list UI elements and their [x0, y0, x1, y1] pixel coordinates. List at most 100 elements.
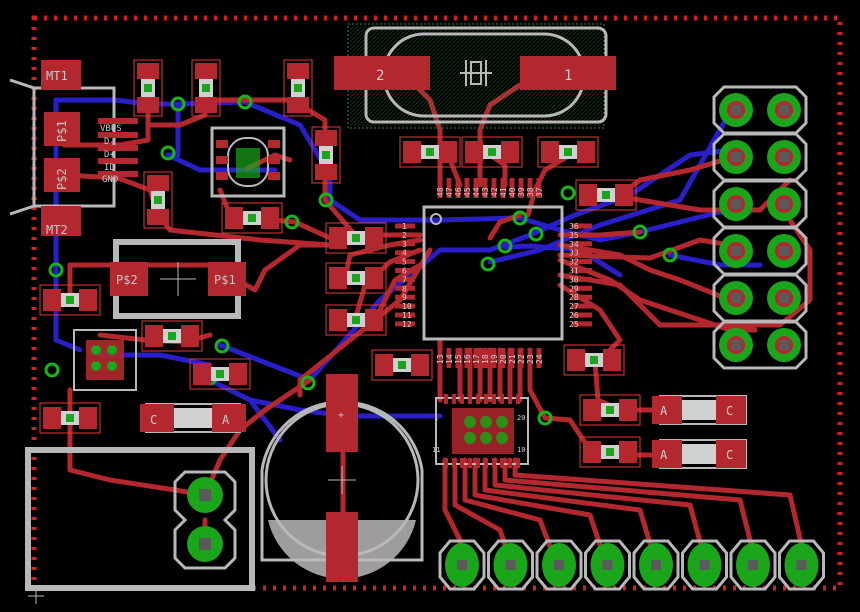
smd-component — [191, 59, 221, 117]
ic-pad — [491, 178, 497, 198]
ic-pad — [500, 178, 506, 198]
header-drill — [731, 293, 741, 303]
ic-pin-label: 9 — [402, 293, 407, 302]
header-drill — [779, 199, 789, 209]
smd-pad — [79, 407, 97, 429]
component-outline — [141, 320, 203, 352]
ic-pin-label: 15 — [454, 354, 463, 364]
component-outline — [189, 358, 251, 390]
ftdi-pad — [460, 394, 464, 404]
component-outline — [191, 59, 221, 117]
ic-pin-label: 40 — [508, 187, 517, 197]
ic-pad — [464, 178, 470, 198]
ic-pad — [395, 250, 415, 256]
smd-center — [352, 274, 360, 282]
smd-pad — [583, 441, 601, 463]
header-drill — [779, 152, 789, 162]
ic-pad — [446, 348, 452, 368]
ic-pad — [473, 348, 479, 368]
ic-pad — [572, 312, 592, 318]
ic-pin-label: 23 — [526, 354, 535, 364]
component-outline — [575, 179, 637, 211]
header-outline — [729, 539, 777, 591]
header-drill — [602, 560, 613, 570]
ic-pad — [395, 276, 415, 282]
smd-center — [564, 148, 572, 156]
smd-pad — [329, 267, 347, 289]
ic-pad — [572, 259, 592, 265]
header-drill — [457, 560, 467, 570]
smd-pad — [501, 141, 519, 163]
ic-pad — [572, 294, 592, 300]
component-outline — [461, 136, 523, 168]
header-1x8 — [438, 539, 825, 591]
ic-pin-label: 34 — [569, 240, 579, 249]
ic-pin-label: 10 — [402, 302, 412, 311]
smd-pad — [195, 97, 217, 113]
vias — [44, 94, 678, 426]
component-outline — [39, 284, 101, 316]
smd-pad — [567, 349, 585, 371]
ftdi-pad — [484, 394, 488, 404]
ftdi-pad — [444, 394, 448, 404]
ic-pad — [455, 348, 461, 368]
header-drill — [731, 246, 741, 256]
smd-component — [537, 136, 599, 168]
id-label: ID — [104, 163, 115, 173]
smd-pad — [315, 164, 337, 180]
smd-component — [143, 171, 173, 229]
smd-pad — [137, 97, 159, 113]
smd-component — [575, 179, 637, 211]
smd-pad — [603, 349, 621, 371]
ic-pin-label: 7 — [402, 275, 407, 284]
ic-pad — [572, 268, 592, 273]
ftdi-pad — [468, 394, 472, 404]
ic-pad — [395, 268, 415, 273]
smd-pad — [411, 354, 429, 376]
ic-pad — [395, 312, 415, 318]
header-outline — [712, 179, 808, 229]
smd-pad — [147, 175, 169, 191]
component-outline — [325, 222, 387, 254]
smd-center — [66, 296, 74, 304]
smd-center — [248, 214, 256, 222]
smd-center — [590, 356, 598, 364]
ftdi-pin20-label: 20 — [517, 414, 525, 422]
header-outline — [584, 539, 631, 591]
smd-component — [133, 59, 163, 117]
ic-pad — [395, 294, 415, 300]
smd-center — [352, 316, 360, 324]
ic-pad — [482, 348, 488, 368]
component-outline — [325, 262, 387, 294]
ftdi-pad — [508, 394, 512, 404]
ftdi-pad — [500, 458, 504, 468]
smd-component — [141, 320, 203, 352]
smd-pad — [577, 141, 595, 163]
ic-pin-label: 46 — [454, 187, 463, 197]
led1-cathode-label: C — [150, 413, 157, 427]
component-outline — [371, 349, 433, 381]
ftdi-pad — [476, 458, 480, 468]
battery-plus-label: + — [338, 410, 344, 421]
led2-cathode-label: C — [726, 404, 733, 418]
ftdi-pad — [516, 394, 520, 404]
component-outline — [221, 202, 283, 234]
ic-pin-label: 44 — [472, 187, 481, 197]
ic-pad — [395, 223, 415, 229]
ic-pin-label: 12 — [402, 320, 412, 329]
smd-pad — [541, 141, 559, 163]
usb-connector: MT1 MT2 P$1 P$2 VBUS D- D+ ID GND — [9, 60, 138, 237]
header-outline — [712, 132, 808, 182]
header-outline — [632, 539, 680, 591]
led1-anode-label: A — [222, 413, 230, 427]
crystal-pin1-label: 1 — [564, 68, 572, 84]
ic-pad — [509, 178, 515, 198]
component-outline — [325, 304, 387, 336]
smd-pad — [195, 63, 217, 79]
component-outline — [143, 171, 173, 229]
ic-pin-label: 19 — [490, 354, 499, 364]
smd-component — [461, 136, 523, 168]
component-outline — [133, 59, 163, 117]
header-outline — [535, 539, 583, 591]
